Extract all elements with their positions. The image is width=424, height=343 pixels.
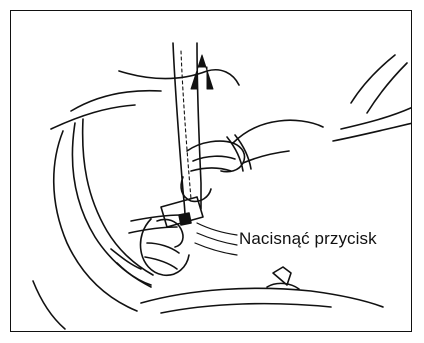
seatbelt-release-illustration xyxy=(11,11,412,332)
lower-hand-fingers-2 xyxy=(145,257,177,269)
buckle-stalk xyxy=(273,267,291,285)
belt-lower-lap xyxy=(131,215,181,221)
door-window-line-2 xyxy=(367,63,407,113)
upper-hand-fingers-2 xyxy=(191,168,231,171)
callout-label-press-button: Nacisnąć przycisk xyxy=(239,229,377,249)
lower-sleeve-2 xyxy=(111,249,141,269)
belt-webbing-left xyxy=(173,43,185,217)
door-line-2 xyxy=(333,123,412,141)
seat-back-outline xyxy=(119,70,239,85)
belt-lower-lap-2 xyxy=(129,227,177,233)
seat-edge-outer xyxy=(54,131,137,311)
figure-frame: Nacisnąć przycisk xyxy=(10,10,412,332)
door-window-line xyxy=(351,55,395,103)
seat-edge-inner-2 xyxy=(83,119,153,275)
floor-line-2 xyxy=(161,304,331,313)
callout-leader-1 xyxy=(197,223,237,235)
floor-line-3 xyxy=(33,281,65,329)
seat-edge-inner xyxy=(72,123,151,287)
lower-hand-fingers xyxy=(147,243,179,253)
callout-leader-2 xyxy=(197,233,237,245)
callout-leader-3 xyxy=(195,243,237,255)
torso-left-contour xyxy=(51,105,135,129)
upper-sleeve xyxy=(233,120,323,143)
